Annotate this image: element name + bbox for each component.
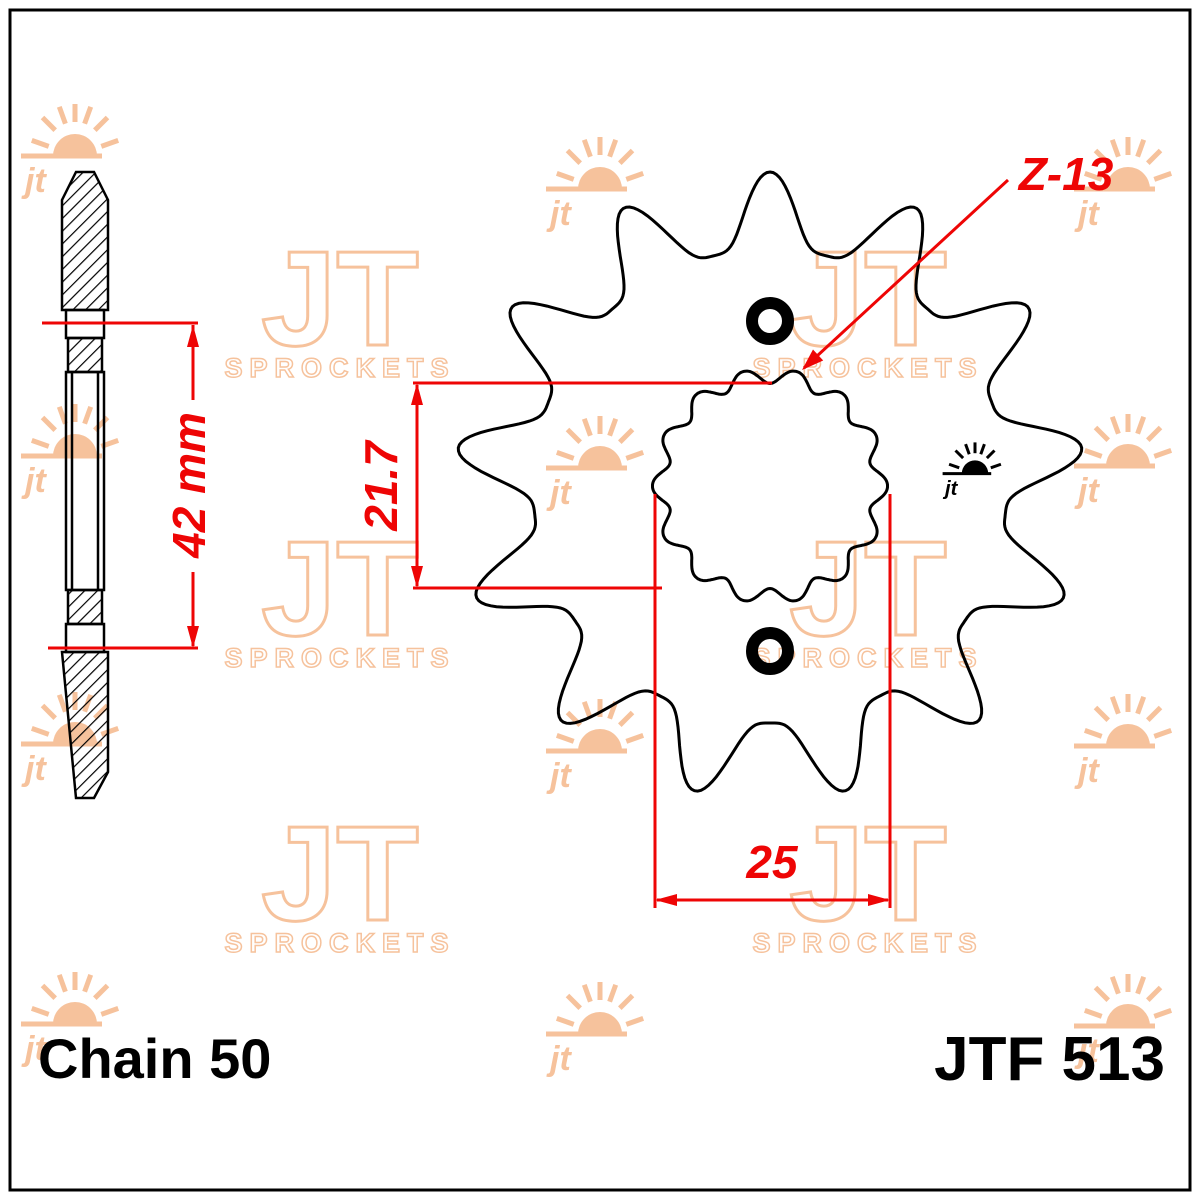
jt-logo-watermark (750, 221, 986, 385)
arrow-right-icon (868, 894, 890, 906)
sun-watermark (546, 137, 643, 233)
dimension-25: 25 (653, 494, 892, 908)
drawing-border (8, 8, 1192, 1192)
sun-watermark (1074, 694, 1171, 790)
spline-bore-outline (651, 369, 889, 603)
jt-logo-watermark (222, 796, 458, 960)
sun-watermark (1074, 414, 1171, 510)
arrow-left-icon (655, 894, 677, 906)
arrow-up-icon (411, 383, 423, 405)
teeth-count-label: Z-13 (1017, 148, 1114, 200)
dimension-42mm: 42 mm (42, 321, 215, 650)
jt-logo-watermark (222, 511, 458, 675)
bolt-hole-top (746, 297, 794, 345)
dimension-42mm-label: 42 mm (163, 412, 215, 559)
jt-stamp-mark (940, 440, 1003, 502)
section-hub-hatch-bottom (66, 588, 104, 626)
dimension-21-7-label: 21.7 (355, 439, 407, 532)
arrow-pointer-icon (802, 349, 824, 370)
dimension-25-label: 25 (745, 836, 799, 888)
arrow-down-icon (187, 626, 199, 648)
arrow-down-icon (411, 566, 423, 588)
sprocket-teeth-outline (456, 170, 1084, 793)
sun-watermark (546, 416, 643, 512)
teeth-count-callout: Z-13 (802, 148, 1114, 370)
bolt-hole-bottom (746, 627, 794, 675)
jt-logo-watermark (222, 221, 458, 385)
part-number-label: JTF 513 (934, 1025, 1165, 1094)
arrow-up-icon (187, 325, 199, 347)
section-hub-hatch-top (66, 336, 104, 374)
sprocket-front-view (456, 170, 1084, 793)
sprocket-side-view (60, 170, 110, 800)
sun-watermark (546, 982, 643, 1078)
section-bottom-hatch (60, 650, 110, 800)
dimension-21-7: 21.7 (355, 381, 772, 590)
section-top-hatch (60, 170, 110, 312)
chain-size-label: Chain 50 (38, 1027, 271, 1090)
